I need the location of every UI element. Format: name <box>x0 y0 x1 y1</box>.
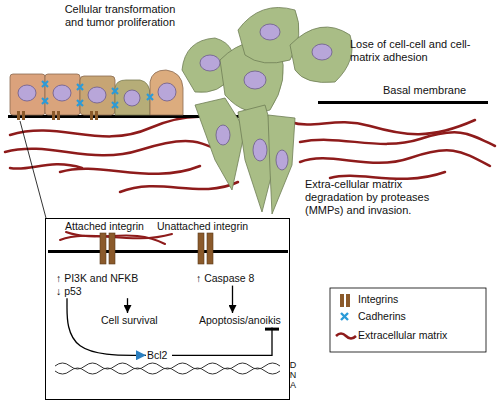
arrow-connector <box>127 298 128 313</box>
matrix-fibre <box>66 232 165 244</box>
inset-heading: Attached integrin <box>65 220 144 233</box>
matrix-fibre <box>10 164 82 168</box>
legend-text: Extracellular matrix <box>358 329 447 342</box>
legend-integrin-sample <box>346 294 350 307</box>
inset-box: Attached integrin Unattached integrin ↑ PI… <box>45 218 290 400</box>
annotation-text: Cellular transformation and tumor prolif… <box>55 3 185 29</box>
cadherin-mark <box>77 84 83 90</box>
annotation-text: Lose of cell-cell and cell-matrix adhesi… <box>350 38 472 64</box>
mesenchymal-cell <box>238 8 299 64</box>
dna-label: DNA <box>289 360 297 390</box>
mesenchymal-cell <box>195 98 245 190</box>
pathway-text: ↑ Caspase 8 <box>196 272 266 285</box>
arrow-connector <box>232 286 233 313</box>
matrix-fibre <box>300 150 490 166</box>
cadherin-mark <box>42 98 48 104</box>
mesenchymal-cell <box>268 115 295 214</box>
nucleus <box>244 71 266 89</box>
pathway-step: Cell survival <box>100 313 170 328</box>
nucleus <box>200 55 220 71</box>
legend-cadherin-sample <box>341 313 348 320</box>
integrin-bar <box>52 111 55 120</box>
nucleus <box>260 24 280 40</box>
integrin-bar <box>95 111 98 120</box>
pathway-step: ↑ Caspase 8 <box>195 271 267 286</box>
cadherins <box>42 81 153 108</box>
nuclei <box>18 24 332 170</box>
matrix-fibre <box>330 172 445 179</box>
nucleus <box>276 150 288 170</box>
pathway-step: ↑ PI3K and NFKB↓ p53 <box>55 271 155 298</box>
integrin-bar <box>17 111 20 120</box>
pathway-text: Bcl2 <box>147 349 171 362</box>
epithelial-cell <box>80 76 115 115</box>
nucleus <box>312 44 332 60</box>
inset-matrix <box>60 232 172 244</box>
epithelial-cell <box>45 74 80 115</box>
legend-matrix-sample <box>336 334 356 339</box>
nucleus <box>88 87 106 103</box>
matrix-fibre <box>120 182 238 192</box>
pathway-step: Apoptosis/anoikis <box>198 313 288 328</box>
nucleus <box>158 83 176 101</box>
inhibition-connector <box>172 328 272 356</box>
pathway-text: Apoptosis/anoikis <box>199 314 287 327</box>
transforming-cell <box>150 70 183 115</box>
unattached-integrin <box>198 233 204 264</box>
dna-helix <box>55 363 280 374</box>
integrins <box>17 111 98 120</box>
pathway-text: ↑ PI3K and NFKB <box>56 272 154 285</box>
cadherin-mark <box>147 94 153 100</box>
inset-integrins <box>100 233 213 264</box>
integrin-bar <box>22 111 25 120</box>
attached-integrin <box>109 233 115 264</box>
matrix-fibre <box>300 132 495 146</box>
nucleus <box>53 85 71 101</box>
legend-integrin-sample <box>340 294 344 307</box>
arrow-connector <box>67 298 146 355</box>
nucleus <box>124 90 140 106</box>
dna-strand <box>55 368 280 374</box>
annotation-text: Basal membrane <box>383 84 466 97</box>
cadherin-mark <box>112 102 118 108</box>
pathway-text: Cell survival <box>101 314 169 327</box>
transforming-cell <box>115 80 150 115</box>
integrin-bar <box>90 111 93 120</box>
inset-heading: Unattached integrin <box>157 220 248 233</box>
legend-box <box>330 288 486 352</box>
pathway-text: ↓ p53 <box>56 285 154 298</box>
nucleus <box>253 139 267 161</box>
zoom-line <box>20 121 46 218</box>
basal-membrane <box>318 101 488 104</box>
cadherin-mark <box>112 88 118 94</box>
cell-membrane <box>48 250 288 253</box>
cadherin-mark <box>77 100 83 106</box>
epithelial-cell <box>10 74 45 115</box>
legend-text: Integrins <box>358 293 398 306</box>
cadherin-mark <box>42 81 48 87</box>
integrin-bar <box>57 111 60 120</box>
attached-integrin <box>100 233 106 264</box>
mesenchymal-cell <box>290 27 352 83</box>
nucleus <box>216 125 230 145</box>
unattached-integrin <box>207 233 213 264</box>
matrix-fibre <box>5 141 236 160</box>
nucleus <box>18 85 36 101</box>
annotation-text: Extra-cellular matrix degradation by pro… <box>305 178 455 217</box>
pathway-step: Bcl2 <box>146 348 172 363</box>
legend-text: Cadherins <box>358 310 406 323</box>
